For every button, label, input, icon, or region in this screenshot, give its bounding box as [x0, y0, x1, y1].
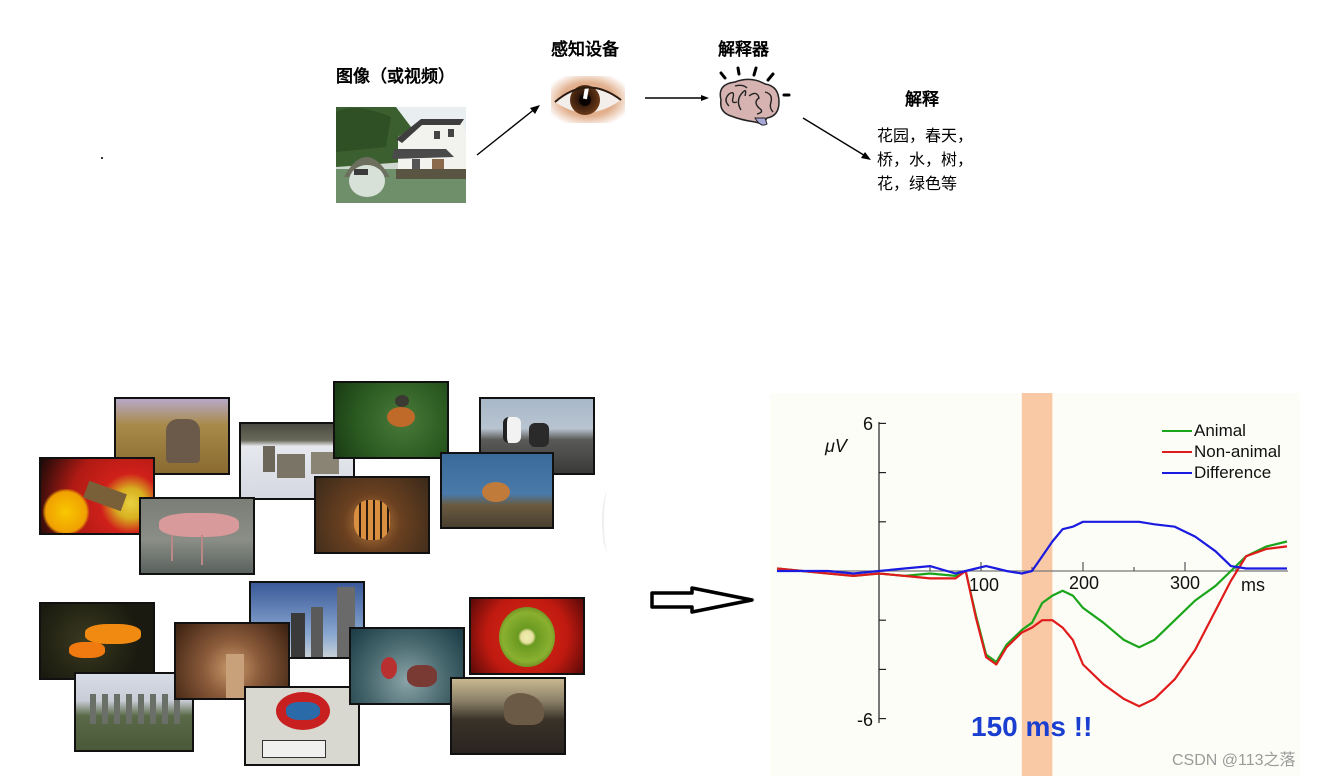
- eye-icon: [551, 76, 625, 123]
- x-axis-label: ms: [1241, 575, 1265, 595]
- erp-chart: 6 -6 μV 100 200 300 ms Animal Non-animal…: [770, 393, 1300, 776]
- y-tick-max: 6: [863, 414, 874, 434]
- photo-rocky-coast: [450, 677, 566, 755]
- latency-annotation: 150 ms !!: [971, 711, 1093, 742]
- scene-photo: [336, 107, 466, 203]
- photo-tiger: [314, 476, 430, 554]
- photo-orange-fungus: [39, 602, 155, 680]
- chart-legend: Animal Non-animal Difference: [1162, 420, 1281, 483]
- series-line-difference: [777, 520, 1287, 575]
- x-tick-100: 100: [969, 575, 1000, 595]
- photo-squirrel: [440, 452, 554, 529]
- arrow-to-interpretation: [802, 117, 871, 160]
- photo-cave: [174, 622, 290, 700]
- photo-elephant: [114, 397, 230, 475]
- legend-item-difference: Difference: [1162, 462, 1281, 483]
- image-label: 图像（或视频）: [336, 67, 455, 87]
- x-tick-200: 200: [1069, 573, 1100, 593]
- photo-strawberry-dessert: [349, 627, 465, 705]
- legend-label: Animal: [1194, 420, 1246, 440]
- arrow-to-sensor: [476, 105, 540, 156]
- photo-kiwi-strawberries: [469, 597, 585, 675]
- photo-moth-flower: [39, 457, 155, 535]
- legend-swatch-animal: [1162, 429, 1192, 432]
- stray-dot: [101, 157, 103, 159]
- interpretation-line: 花园，春天，: [877, 126, 974, 145]
- interpretation-line: 桥，水，树，: [877, 150, 974, 169]
- interpretation-text: 花园，春天， 桥，水，树， 花，绿色等: [877, 124, 973, 196]
- interpretation-line: 花，绿色等: [877, 174, 958, 193]
- legend-swatch-difference: [1162, 471, 1192, 474]
- photo-flamingos: [139, 497, 255, 575]
- legend-item-non-animal: Non-animal: [1162, 441, 1281, 462]
- legend-label: Difference: [1194, 462, 1272, 482]
- highlight-band: [1021, 393, 1053, 776]
- brain-icon: [713, 66, 795, 132]
- legend-swatch-non-animal: [1162, 450, 1192, 453]
- x-tick-300: 300: [1170, 573, 1201, 593]
- photo-restaurant-sign: [244, 686, 360, 766]
- photo-robin: [333, 381, 449, 459]
- sensor-label: 感知设备: [551, 40, 619, 60]
- erp-chart-plot: [776, 393, 1288, 776]
- hollow-right-arrow-icon: [650, 586, 754, 614]
- legend-label: Non-animal: [1194, 441, 1281, 461]
- y-tick-min: -6: [857, 710, 874, 730]
- y-axis-label: μV: [825, 436, 847, 456]
- watermark: CSDN @113之落: [1172, 752, 1296, 769]
- series-line-non-animal: [776, 545, 1288, 708]
- interpretation-label: 解释: [905, 90, 939, 110]
- interpreter-label: 解释器: [718, 40, 769, 60]
- legend-item-animal: Animal: [1162, 420, 1281, 441]
- faint-artifact: [602, 492, 614, 552]
- arrow-to-interpreter: [645, 95, 709, 101]
